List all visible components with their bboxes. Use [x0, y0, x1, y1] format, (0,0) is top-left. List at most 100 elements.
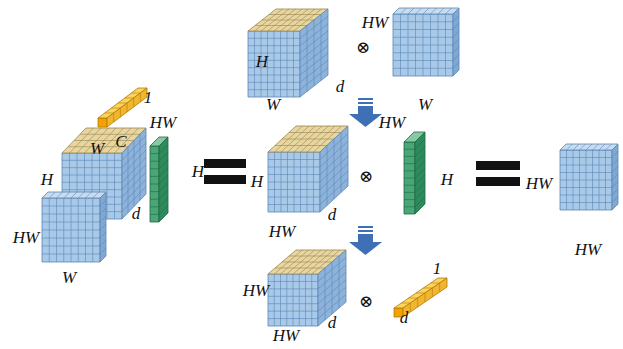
dimension-label: d: [400, 309, 409, 326]
grid-line: [150, 214, 159, 215]
grid-line: [393, 21, 453, 22]
grid-line: [113, 113, 114, 122]
cube-face: [404, 142, 415, 214]
cube-face: [100, 192, 106, 262]
dimension-label: d: [132, 205, 141, 222]
grid-line: [393, 68, 453, 69]
grid-line: [404, 170, 415, 171]
dimension-label: W: [90, 140, 104, 157]
dimension-label: C: [115, 133, 126, 150]
grid-line: [586, 144, 592, 150]
matrix-slab: [393, 8, 459, 76]
grid-line: [320, 141, 348, 167]
grid-line: [409, 298, 418, 299]
grid-line: [120, 108, 121, 117]
grid-line: [42, 222, 100, 223]
grid-line: [100, 208, 106, 214]
grid-line: [404, 199, 415, 200]
grid-line: [268, 182, 320, 183]
grid-line: [150, 153, 159, 154]
grid-line: [80, 134, 140, 135]
grid-line: [159, 205, 168, 214]
grid-line: [122, 165, 146, 190]
grid-line: [404, 156, 415, 157]
grid-line: [404, 149, 415, 150]
grid-line: [268, 189, 320, 190]
grid-line: [320, 156, 348, 182]
grid-line: [255, 25, 307, 26]
grid-line: [49, 192, 55, 198]
down-arrow: [349, 98, 382, 127]
equals-sign: [204, 159, 246, 184]
grid-line: [300, 68, 328, 90]
grid-line: [268, 296, 318, 297]
grid-line: [78, 192, 84, 198]
dimension-label: H: [192, 163, 204, 180]
grid-line: [159, 198, 168, 207]
grid-line: [560, 157, 612, 158]
grid-line: [453, 55, 459, 61]
grid-line: [287, 31, 288, 97]
grid-line: [268, 288, 318, 289]
grid-line: [131, 93, 140, 94]
grid-line: [612, 197, 618, 203]
grid-line: [314, 20, 315, 86]
grid-line: [453, 39, 459, 45]
grid-line: [274, 31, 275, 97]
grid-line: [318, 257, 346, 281]
grid-line: [42, 238, 100, 239]
cube-face: [403, 278, 447, 317]
grid-line: [560, 187, 612, 188]
grid-line: [415, 197, 425, 207]
grid-line: [62, 160, 122, 161]
grid-line: [150, 176, 159, 177]
grid-line: [393, 45, 453, 46]
grid-line: [159, 190, 168, 199]
grid-line: [248, 75, 300, 76]
dimension-label: HW: [379, 114, 405, 131]
grid-line: [393, 60, 453, 61]
grid-line: [289, 256, 339, 257]
cube-face: [393, 8, 459, 14]
grid-line: [100, 216, 106, 222]
grid-line: [560, 202, 612, 203]
grid-line: [122, 179, 146, 204]
cube-face: [98, 118, 107, 127]
grid-line: [248, 60, 300, 61]
down-arrow: [349, 226, 382, 255]
grid-line: [93, 192, 99, 198]
grid-line: [42, 206, 100, 207]
dimension-label: d: [336, 78, 345, 95]
grid-line: [593, 144, 599, 150]
grid-line: [567, 144, 573, 150]
grid-line: [612, 152, 618, 158]
grid-line: [100, 200, 106, 206]
cube-face: [150, 146, 159, 222]
grid-line: [62, 175, 122, 176]
dimension-label: H: [41, 171, 53, 188]
grid-line: [446, 8, 452, 14]
dimension-label: HW: [273, 327, 299, 344]
grid-line: [573, 144, 579, 150]
grid-line: [453, 31, 459, 37]
grid-line: [62, 182, 122, 183]
grid-line: [128, 147, 129, 213]
dimension-label: W: [62, 269, 76, 286]
grid-line: [431, 8, 437, 14]
dimension-label: d: [328, 206, 337, 223]
grid-line: [612, 189, 618, 195]
grid-line: [453, 47, 459, 53]
cube-face: [268, 152, 320, 212]
grid-line: [268, 174, 320, 175]
cube-face: [612, 144, 618, 210]
dimension-label: ⊗: [356, 39, 370, 56]
grid-line: [404, 178, 415, 179]
dimension-label: HW: [362, 14, 388, 31]
grid-line: [268, 318, 318, 319]
grid-line: [318, 265, 346, 289]
dimension-label: 1: [433, 260, 442, 277]
grid-line: [560, 172, 612, 173]
grid-line: [268, 167, 320, 168]
grid-line: [125, 98, 134, 99]
